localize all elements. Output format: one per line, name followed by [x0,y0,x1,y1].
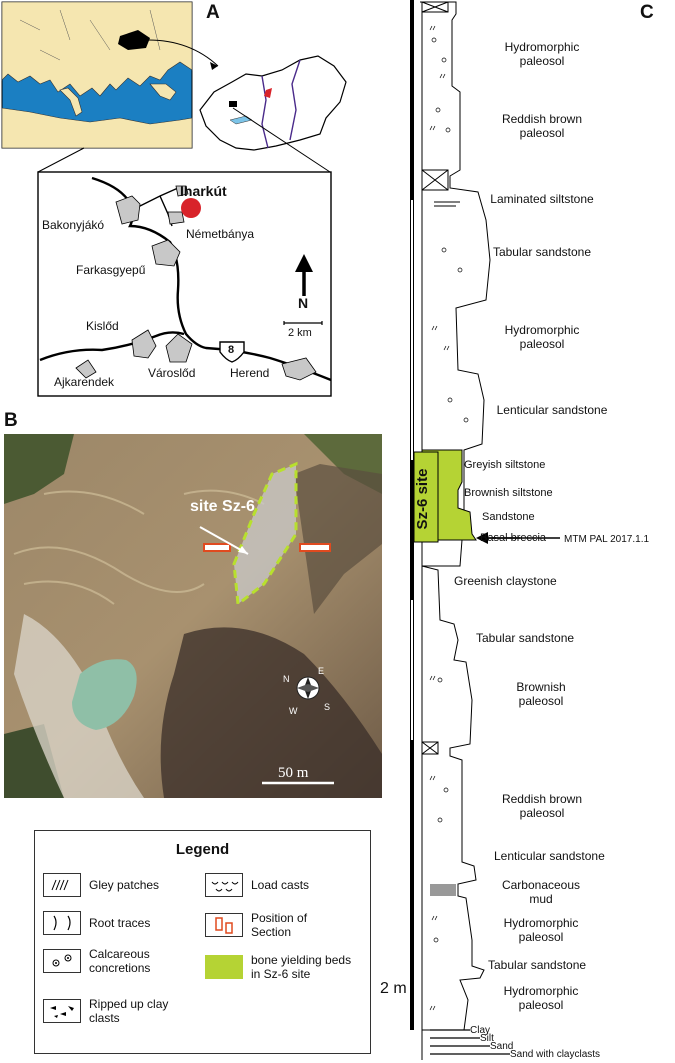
local-map [37,171,332,397]
unit-label: Lenticular sandstone [494,849,605,863]
unit-label: Reddish brown paleosol [501,792,583,820]
section-marker-left [203,543,231,552]
place-bakonyjako: Bakonyjákó [42,218,105,232]
north-label: N [298,295,309,311]
unit-label: Basal breccia [480,532,547,544]
unit-label: Tabular sandstone [492,245,592,259]
stratigraphic-column [410,0,520,1060]
map-scale-label: 2 km [288,327,312,339]
site-bar [413,451,439,543]
grain-size-silt: Silt [480,1033,494,1044]
grain-size-sand-clayclasts: Sand with clayclasts [510,1049,601,1060]
place-ajkarendek: Ajkarendek [54,375,115,389]
unit-label: Carbonaceous mud [501,878,581,906]
place-kislod: Kislőd [86,319,119,333]
compass-rose-icon [296,676,320,700]
place-herend: Herend [230,366,270,380]
legend-label-bone-beds: bone yielding beds in Sz-6 site [251,953,352,981]
load-cast-icon [205,873,243,897]
compass-n: N [283,674,290,684]
unit-label: Hydromorphic paleosol [503,916,579,944]
grain-size-sand: Sand [490,1041,514,1052]
unit-label: Hydromorphic paleosol [504,323,580,351]
legend-item-clay-clasts: Ripped up clay clasts [43,997,179,1025]
specimen-label: MTM PAL 2017.1.1 [564,534,650,545]
compass-e: E [318,666,325,676]
unit-label: Brownish siltstone [464,487,553,499]
unit-label: Reddish brown paleosol [501,112,583,140]
compass-s: S [324,702,331,712]
legend-item-section-position: Position of Section [205,911,321,939]
legend-label-concretions: Calcareous concretions [89,947,151,975]
legend-title: Legend [175,841,230,858]
panel-label-b: B [4,410,18,431]
unit-label: Brownish paleosol [516,680,566,708]
unit-label: Hydromorphic paleosol [504,40,580,68]
unit-label: Greenish claystone [454,574,557,588]
scale-label: 2 m [380,980,407,997]
section-marker-right [299,543,331,552]
unit-label: Hydromorphic paleosol [503,984,579,1012]
europe-inset-map [1,1,193,149]
panel-label-a: A [206,2,220,23]
grain-size-clay: Clay [470,1025,491,1036]
iharkut-site-marker [181,198,201,218]
legend-item-load-casts: Load casts [205,873,309,897]
unit-label: Greyish siltstone [464,459,546,471]
place-farkasgyepu: Farkasgyepű [76,263,146,277]
specimen-arrow-line [492,537,560,539]
quarry-lake [72,659,137,730]
legend-item-roots: Root traces [43,911,150,935]
legend-label-clay-clasts: Ripped up clay clasts [89,997,169,1025]
place-varoslod: Városlőd [148,366,196,380]
legend-label-gley: Gley patches [89,878,160,892]
panel-a-maps [1,1,347,397]
panel-label-c: C [640,2,654,23]
aerial-photo [4,434,382,798]
map-scale-bar [283,321,323,325]
gley-icon [43,873,81,897]
unit-label: Tabular sandstone [476,631,575,645]
unit-label: Lenticular sandstone [496,403,608,417]
concretion-icon [43,949,81,973]
road-shield-icon [219,341,245,363]
north-arrow-icon [295,254,313,272]
legend-item-concretions: Calcareous concretions [43,947,159,975]
compass-w: W [289,706,298,716]
legend-label-roots: Root traces [89,916,151,930]
bone-bed-swatch-icon [205,955,243,979]
legend-box: Legend Gley patches Root traces Calcareo… [34,830,371,1054]
hungary-map [199,55,347,151]
root-icon [43,911,81,935]
unit-label: Laminated siltstone [490,192,594,206]
road-number: 8 [228,344,235,356]
unit-label: Sandstone [482,511,535,523]
legend-item-bone-beds: bone yielding beds in Sz-6 site [205,953,361,981]
place-iharkut: Iharkút [180,183,227,199]
site-outline [232,461,298,607]
legend-label-section-position: Position of Section [251,911,308,939]
photo-scale-label: 50 m [278,765,309,781]
unit-label: Tabular sandstone [488,958,587,972]
place-nemetbanya: Németbánya [186,227,255,241]
legend-label-load-casts: Load casts [251,878,310,892]
clay-clast-icon [43,999,81,1023]
site-label: site Sz-6 [190,498,255,515]
section-position-icon [205,913,243,937]
legend-item-gley: Gley patches [43,873,159,897]
site-bar-label: Sz-6 site [414,468,431,530]
